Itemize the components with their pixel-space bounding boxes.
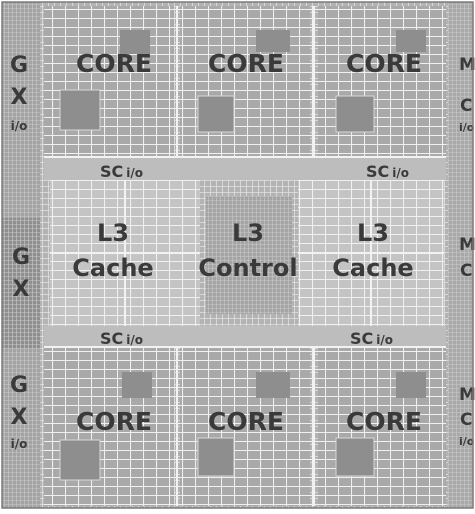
mc-top-sub: i/o [459,121,475,134]
gx-top-sub: i/o [11,119,28,133]
mc-bottom-sub: i/o [459,435,475,448]
mc-top-l2: C [460,96,472,116]
gx-top-l2: X [11,85,28,110]
l3-cache-right-line2: Cache [332,254,413,282]
l3-cache-right-line1: L3 [357,219,389,247]
core-label-top-right: CORE [346,49,422,78]
gx-top-l1: G [10,53,28,78]
core-macros [60,30,426,480]
gx-bottom-l2: X [11,405,28,430]
mc-bottom-l1: M [459,385,475,405]
gx-middle-l1: G [12,245,30,270]
core-label-bottom-center: CORE [208,407,284,436]
core-label-top-center: CORE [208,49,284,78]
mc-middle-l2: C [460,261,472,281]
sc-band-bottom [44,326,446,346]
l3-cache-left-line1: L3 [97,219,129,247]
gx-middle-l2: X [13,277,30,302]
gx-bottom-sub: i/o [11,437,28,451]
sc-band-top [44,158,446,180]
gx-bottom-l1: G [10,373,28,398]
mc-top-l1: M [459,55,475,75]
core-label-top-left: CORE [76,49,152,78]
l3-cache-left-line2: Cache [72,254,153,282]
mc-middle-l1: M [459,235,475,255]
core-label-bottom-left: CORE [76,407,152,436]
l3-control-line2: Control [198,254,297,282]
mc-bottom-l2: C [460,410,472,430]
l3-control-line1: L3 [232,219,264,247]
core-label-bottom-right: CORE [346,407,422,436]
